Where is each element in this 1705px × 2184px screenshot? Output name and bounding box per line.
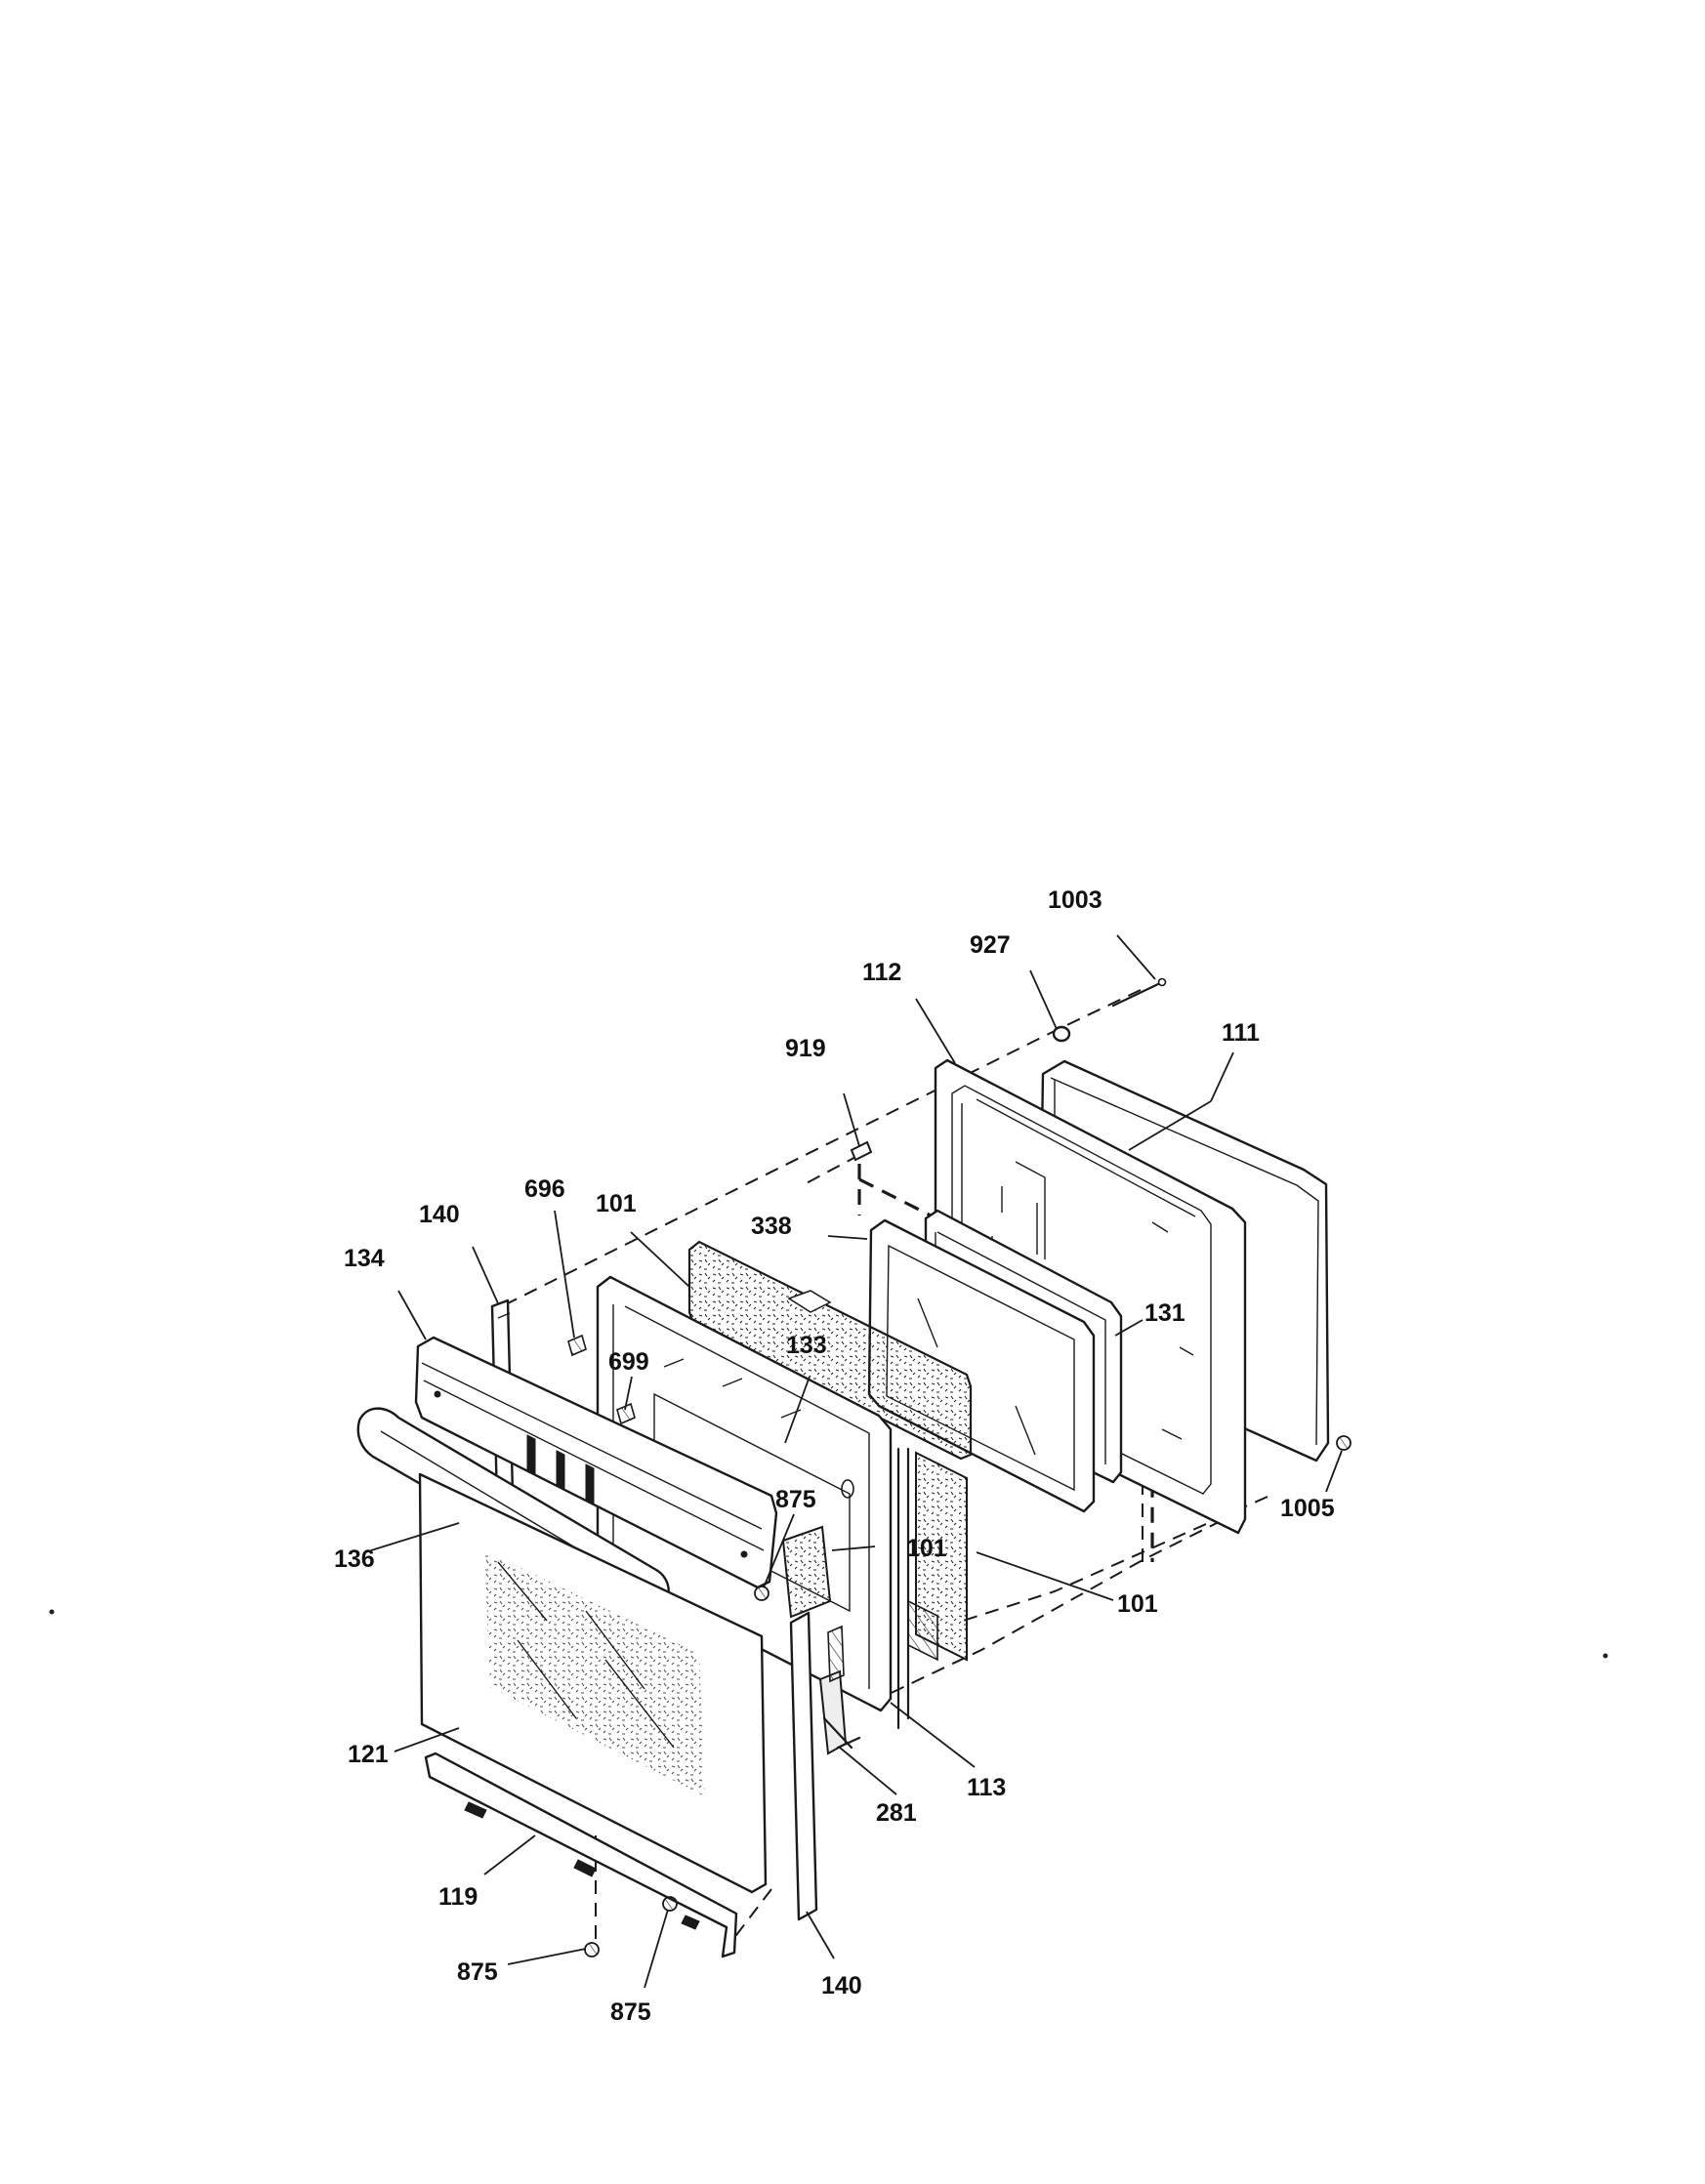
callout-labels: 1003 927 112 111 919 696 140 101 338 134… bbox=[334, 886, 1335, 2026]
leader-lines bbox=[370, 934, 1343, 1989]
top-trim-134 bbox=[414, 1336, 778, 1589]
callout-140-bottom: 140 bbox=[821, 1972, 862, 1999]
callout-140-top: 140 bbox=[419, 1201, 460, 1228]
callout-113: 113 bbox=[967, 1774, 1006, 1801]
callout-919: 919 bbox=[785, 1035, 826, 1062]
callout-875-bottom: 875 bbox=[610, 1999, 651, 2026]
callout-134: 134 bbox=[344, 1245, 385, 1272]
callout-1005: 1005 bbox=[1280, 1495, 1335, 1522]
side-insulation bbox=[896, 1447, 968, 1730]
callout-875-mid: 875 bbox=[775, 1486, 816, 1513]
callout-338: 338 bbox=[751, 1213, 792, 1240]
bottom-trim-119 bbox=[424, 1751, 738, 1958]
hardware bbox=[567, 977, 1352, 1957]
door-hinge-281 bbox=[818, 1625, 861, 1755]
callout-112: 112 bbox=[862, 959, 901, 986]
callout-111: 111 bbox=[1222, 1019, 1260, 1047]
callout-696: 696 bbox=[524, 1175, 565, 1203]
callout-131: 131 bbox=[1144, 1299, 1185, 1327]
insulation-101 bbox=[687, 1240, 973, 1461]
outer-glass-121 bbox=[418, 1472, 768, 1894]
side-trim-140-bottom bbox=[789, 1611, 818, 1921]
callout-101-right: 101 bbox=[1117, 1590, 1158, 1618]
callout-281: 281 bbox=[876, 1799, 917, 1827]
page-dot-right bbox=[1602, 1653, 1608, 1659]
page-dot-left bbox=[49, 1609, 55, 1615]
callout-133: 133 bbox=[786, 1332, 827, 1359]
callout-121: 121 bbox=[348, 1741, 389, 1768]
callout-101-mid: 101 bbox=[906, 1535, 947, 1562]
callout-875-bottom-left: 875 bbox=[457, 1958, 498, 1986]
callout-136: 136 bbox=[334, 1545, 375, 1573]
callout-699: 699 bbox=[608, 1348, 649, 1376]
callout-119: 119 bbox=[438, 1883, 478, 1911]
callout-1003: 1003 bbox=[1048, 886, 1102, 914]
callout-927: 927 bbox=[970, 931, 1011, 959]
callout-101-top: 101 bbox=[596, 1190, 637, 1217]
